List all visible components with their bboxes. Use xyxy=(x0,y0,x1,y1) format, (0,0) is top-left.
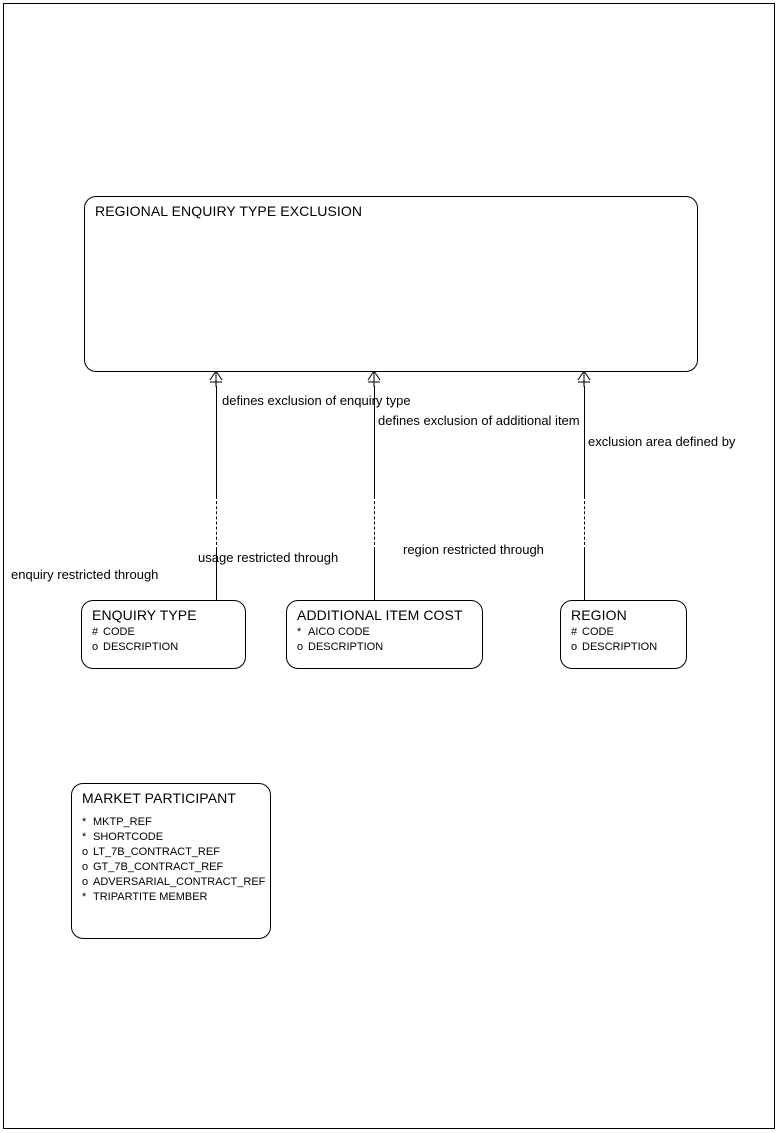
attribute-row: o DESCRIPTION xyxy=(297,640,383,655)
rel-line-enquiry-type-upper xyxy=(216,386,217,496)
attribute-label: DESCRIPTION xyxy=(582,641,658,653)
attribute-list: # CODE o DESCRIPTION xyxy=(571,625,657,655)
rel-line-enquiry-type-mid xyxy=(216,496,217,550)
rel-label-usage-restricted-through: usage restricted through xyxy=(198,550,339,565)
attribute-row: * MKTP_REF xyxy=(82,815,265,830)
attribute-row: o DESCRIPTION xyxy=(92,640,178,655)
entity-title: REGIONAL ENQUIRY TYPE EXCLUSION xyxy=(95,203,363,219)
page-border xyxy=(3,3,775,1129)
attribute-label: ADVERSARIAL_CONTRACT_REF xyxy=(93,876,266,888)
attribute-label: CODE xyxy=(582,626,614,638)
entity-title: ENQUIRY TYPE xyxy=(92,607,197,623)
entity-regional-enquiry-type-exclusion[interactable]: REGIONAL ENQUIRY TYPE EXCLUSION xyxy=(84,196,698,372)
attribute-label: DESCRIPTION xyxy=(308,641,384,653)
attribute-row: * AICO CODE xyxy=(297,625,383,640)
crowsfoot-enquiry-type xyxy=(209,371,223,387)
attribute-label: DESCRIPTION xyxy=(103,641,179,653)
entity-region[interactable]: REGION # CODE o DESCRIPTION xyxy=(560,600,687,669)
attribute-mark: * xyxy=(82,816,87,828)
rel-line-enquiry-type-lower xyxy=(216,550,217,600)
attribute-row: o GT_7B_CONTRACT_REF xyxy=(82,860,265,875)
rel-label-defines-exclusion-of-additional-item: defines exclusion of additional item xyxy=(378,413,580,428)
attribute-row: # CODE xyxy=(571,625,657,640)
rel-line-region-mid xyxy=(584,496,585,550)
entity-title: REGION xyxy=(571,607,627,623)
attribute-mark: # xyxy=(92,626,99,638)
rel-line-region-lower xyxy=(584,550,585,600)
attribute-row: # CODE xyxy=(92,625,178,640)
attribute-mark: * xyxy=(82,891,87,903)
entity-title: ADDITIONAL ITEM COST xyxy=(297,607,463,623)
attribute-mark: o xyxy=(297,641,304,653)
attribute-mark: o xyxy=(92,641,99,653)
attribute-label: TRIPARTITE MEMBER xyxy=(93,891,208,903)
attribute-label: SHORTCODE xyxy=(93,831,164,843)
attribute-label: LT_7B_CONTRACT_REF xyxy=(93,846,220,858)
crowsfoot-additional-item-cost xyxy=(367,371,381,387)
attribute-label: GT_7B_CONTRACT_REF xyxy=(93,861,224,873)
rel-line-region-upper xyxy=(584,386,585,496)
entity-title: MARKET PARTICIPANT xyxy=(82,790,237,806)
attribute-mark: # xyxy=(571,626,578,638)
crowsfoot-region xyxy=(577,371,591,387)
attribute-label: MKTP_REF xyxy=(93,816,152,828)
attribute-list: * MKTP_REF * SHORTCODE o LT_7B_CONTRACT_REF… xyxy=(82,815,265,905)
attribute-row: * TRIPARTITE MEMBER xyxy=(82,890,265,905)
entity-additional-item-cost[interactable]: ADDITIONAL ITEM COST * AICO CODE o DESCRIP… xyxy=(286,600,483,669)
rel-label-exclusion-area-defined-by: exclusion area defined by xyxy=(588,434,736,449)
attribute-mark: o xyxy=(82,861,89,873)
attribute-mark: o xyxy=(82,876,89,888)
entity-market-participant[interactable]: MARKET PARTICIPANT * MKTP_REF * SHORTCODE … xyxy=(71,783,271,939)
attribute-list: # CODE o DESCRIPTION xyxy=(92,625,178,655)
rel-line-additional-item-mid xyxy=(374,496,375,550)
entity-enquiry-type[interactable]: ENQUIRY TYPE # CODE o DESCRIPTION xyxy=(81,600,246,669)
attribute-label: AICO CODE xyxy=(308,626,370,638)
rel-line-additional-item-lower xyxy=(374,550,375,600)
attribute-row: o LT_7B_CONTRACT_REF xyxy=(82,845,265,860)
rel-label-enquiry-restricted-through: enquiry restricted through xyxy=(11,567,159,582)
attribute-row: o DESCRIPTION xyxy=(571,640,657,655)
attribute-label: CODE xyxy=(103,626,135,638)
attribute-mark: * xyxy=(82,831,87,843)
rel-label-defines-exclusion-of-enquiry-type: defines exclusion of enquiry type xyxy=(222,393,411,408)
attribute-mark: o xyxy=(82,846,89,858)
rel-label-region-restricted-through: region restricted through xyxy=(403,542,544,557)
rel-line-additional-item-upper xyxy=(374,386,375,496)
attribute-row: o ADVERSARIAL_CONTRACT_REF xyxy=(82,875,265,890)
attribute-row: * SHORTCODE xyxy=(82,830,265,845)
attribute-mark: o xyxy=(571,641,578,653)
attribute-mark: * xyxy=(297,626,302,638)
attribute-list: * AICO CODE o DESCRIPTION xyxy=(297,625,383,655)
